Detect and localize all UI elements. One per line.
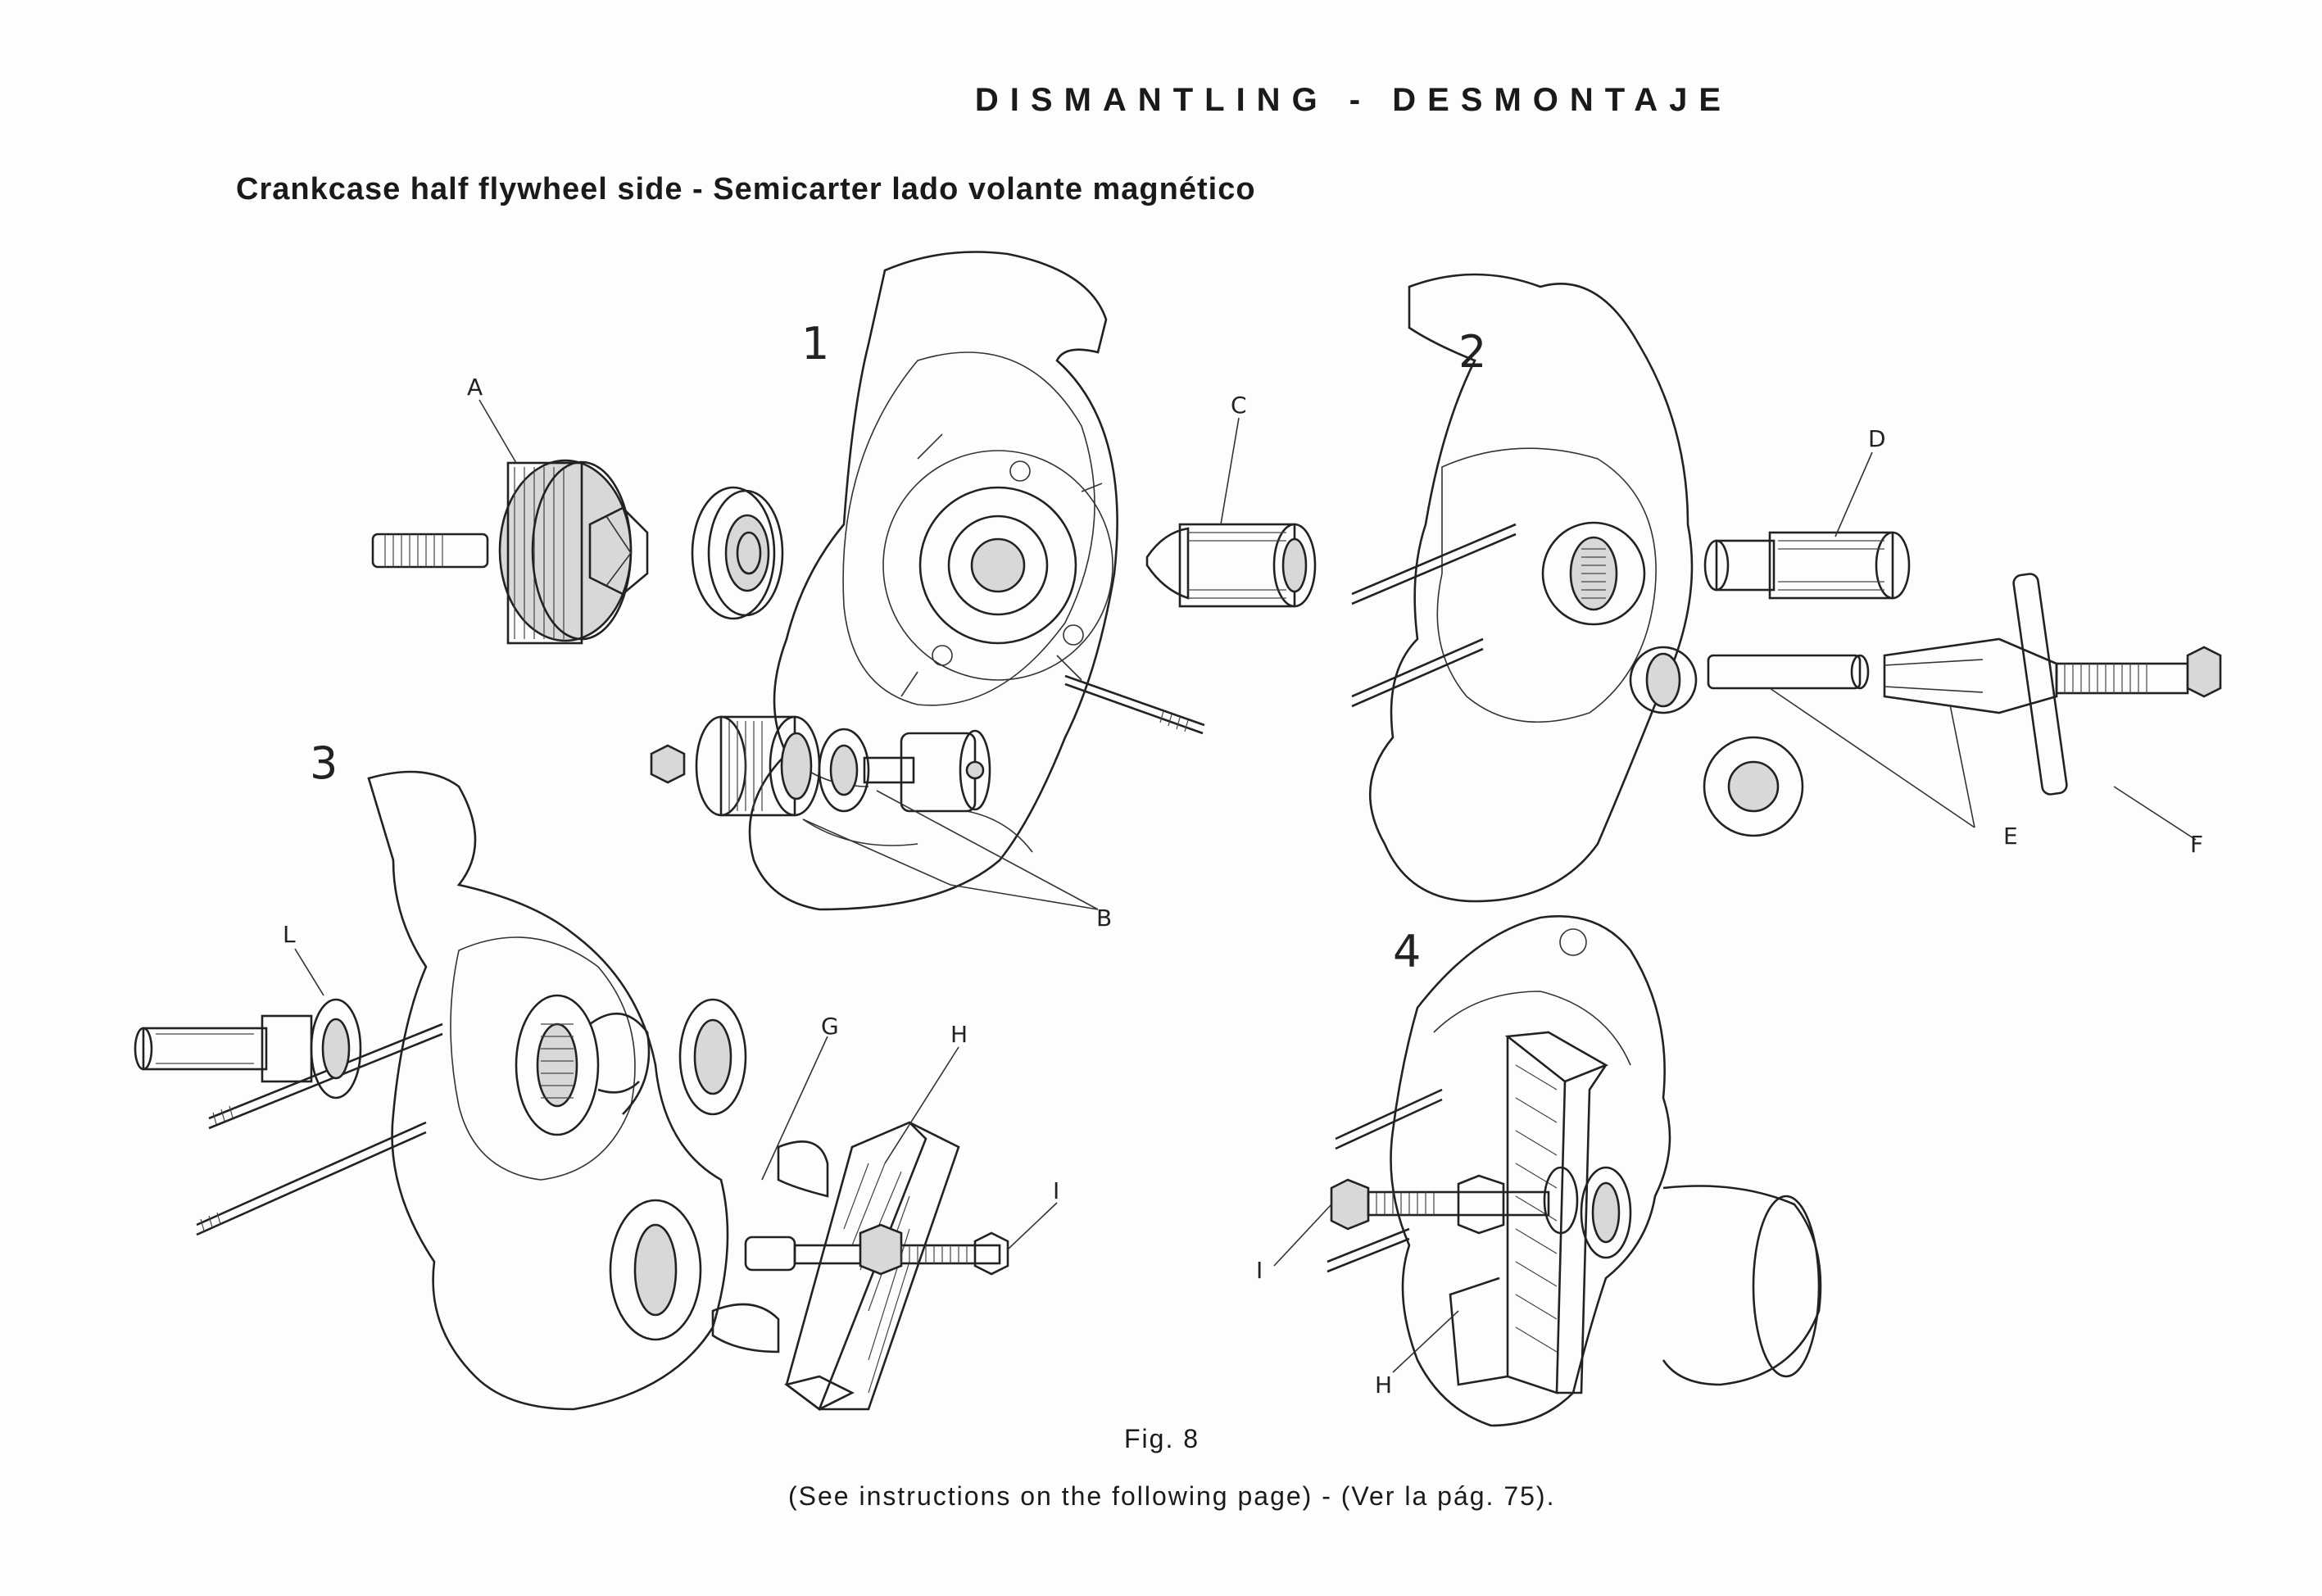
page-title: DISMANTLING - DESMONTAJE: [974, 82, 1733, 118]
reference-note: (See instructions on the following page)…: [788, 1481, 1556, 1511]
label-g: G: [821, 1013, 839, 1040]
label-f: F: [2190, 831, 2203, 858]
label-b: B: [1096, 905, 1112, 932]
label-i-view4: I: [1256, 1257, 1263, 1284]
view-3-crankcase: [196, 770, 747, 1411]
part-i-screw-view4: [1330, 1166, 1579, 1235]
part-l-drift: [134, 998, 362, 1100]
figure-number-4: 4: [1393, 926, 1421, 977]
label-e: E: [2003, 823, 2018, 850]
label-i: I: [1053, 1177, 1059, 1204]
part-b-tools: [650, 715, 991, 817]
view-4-crankcase: [1327, 915, 1822, 1427]
part-f-screw: [2012, 573, 2222, 796]
part-d-drift: [1703, 531, 1911, 600]
label-l: L: [283, 921, 296, 948]
view-1-crankcase: [748, 251, 1205, 911]
figure-number-1: 1: [801, 318, 829, 370]
page-subtitle: Crankcase half flywheel side - Semicarte…: [236, 172, 1256, 206]
figure-caption: Fig. 8: [1124, 1424, 1200, 1453]
label-a: A: [467, 374, 483, 401]
figure-number-3: 3: [310, 737, 338, 789]
part-g-clamp: [711, 1140, 829, 1353]
label-d: D: [1868, 425, 1886, 452]
label-h-view4: H: [1375, 1372, 1392, 1399]
view-2-crankcase: [1351, 273, 1804, 903]
part-i-screw-view3: [744, 1223, 1009, 1276]
label-c: C: [1231, 392, 1247, 419]
part-h-block-view3: [784, 1121, 960, 1412]
leader-lines: [294, 399, 2197, 1373]
part-h-block-view4: [1449, 1031, 1608, 1394]
bearing-view1: [691, 486, 784, 620]
figure-number-2: 2: [1458, 326, 1486, 378]
part-e-tool: [1707, 637, 2058, 714]
label-h: H: [950, 1021, 968, 1048]
part-a-puller: [371, 459, 649, 645]
part-c-drift: [1145, 523, 1317, 608]
